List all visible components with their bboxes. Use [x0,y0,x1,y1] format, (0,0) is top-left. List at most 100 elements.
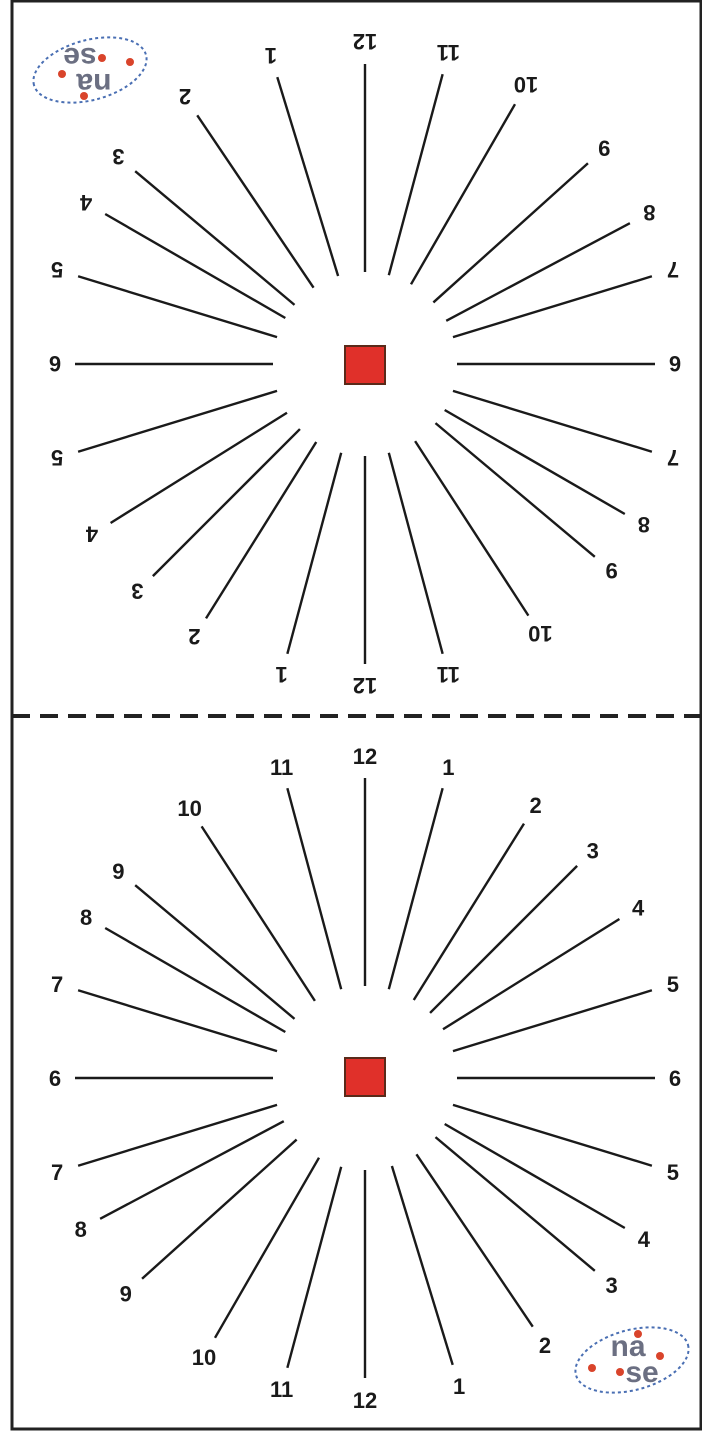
hour-line [434,422,596,558]
hour-line [429,865,578,1014]
hour-line [77,389,278,453]
hour-label: 8 [75,1217,87,1242]
hour-line [452,389,653,453]
logo-dot [126,58,134,66]
logo-dot [616,1368,624,1376]
hour-line [415,1153,534,1328]
hour-label: 10 [514,72,538,97]
gnomon-slot-marker [344,345,386,385]
hour-label: 6 [669,1066,681,1091]
hour-label: 1 [442,755,454,780]
hour-label: 9 [598,136,610,161]
hour-label: 7 [667,445,679,470]
hour-label: 3 [112,144,124,169]
hour-line [205,441,318,620]
hour-label: 3 [587,838,599,863]
hour-line [442,918,621,1031]
hour-line [213,1157,321,1339]
hour-label: 1 [276,662,288,687]
hour-label: 9 [606,558,618,583]
logo-dot [634,1330,642,1338]
hour-line [434,1136,596,1272]
hour-line [141,1138,298,1280]
hour-label: 12 [353,673,377,698]
hour-label: 6 [49,351,61,376]
hour-label: 3 [131,579,143,604]
hour-label: 1 [453,1374,465,1399]
hour-label: 9 [120,1281,132,1306]
hour-label: 5 [667,1160,679,1185]
hour-line [452,989,653,1053]
hour-line [77,275,278,339]
hour-line [387,452,444,655]
hour-line [104,926,286,1034]
logo-text-line2: se [63,41,96,74]
hour-label: 11 [437,662,460,687]
hour-line [445,222,631,322]
hour-line [414,440,530,617]
logo-dot [58,70,66,78]
hour-line [200,825,316,1002]
gnomon-slot-marker [344,1057,386,1097]
hour-label: 2 [188,624,200,649]
hour-label: 7 [51,972,63,997]
hour-line [387,73,444,276]
hour-line [444,408,626,516]
hour-line [286,787,343,990]
hour-label: 8 [80,905,92,930]
logo-dot [80,92,88,100]
hour-line [452,1103,653,1167]
hour-line [432,162,589,304]
hour-label: 2 [539,1333,551,1358]
hour-label: 4 [638,1227,651,1252]
hour-label: 10 [528,621,552,646]
hour-label: 12 [353,744,377,769]
hour-label: 10 [177,796,201,821]
logo-orbit [32,36,148,104]
hour-label: 6 [669,351,681,376]
hour-label: 2 [530,793,542,818]
hour-label: 5 [51,445,63,470]
hour-label: 4 [632,895,645,920]
logo-dot [98,54,106,62]
hour-line [286,1166,343,1369]
hour-label: 9 [112,859,124,884]
hour-label: 2 [179,84,191,109]
hour-line [134,884,296,1020]
hour-label: 3 [606,1273,618,1298]
hour-label: 8 [638,512,650,537]
hour-label: 8 [643,200,655,225]
hour-label: 6 [49,1066,61,1091]
hour-line [134,170,296,306]
hour-line [387,787,444,990]
hour-line [77,1103,278,1167]
hour-label: 1 [265,43,277,68]
hour-label: 10 [192,1345,216,1370]
logo-orbit [574,1326,690,1394]
hour-line [109,411,288,524]
logo-text-line2: se [625,1356,658,1389]
logo-dot [656,1352,664,1360]
hour-label: 7 [51,1160,63,1185]
hour-label: 12 [353,1388,377,1413]
hour-label: 4 [79,190,92,215]
hour-line [276,76,340,277]
hour-line [104,212,286,320]
hour-line [412,822,525,1001]
hour-line [77,989,278,1053]
hour-line [99,1120,285,1220]
hour-label: 7 [667,257,679,282]
hour-line [152,428,301,577]
hour-label: 11 [270,1377,293,1402]
hour-line [390,1165,454,1366]
hour-label: 11 [270,755,293,780]
hour-label: 5 [667,972,679,997]
hour-line [409,103,517,285]
logo-dot [588,1364,596,1372]
hour-label: 12 [353,29,377,54]
hour-label: 4 [85,522,98,547]
